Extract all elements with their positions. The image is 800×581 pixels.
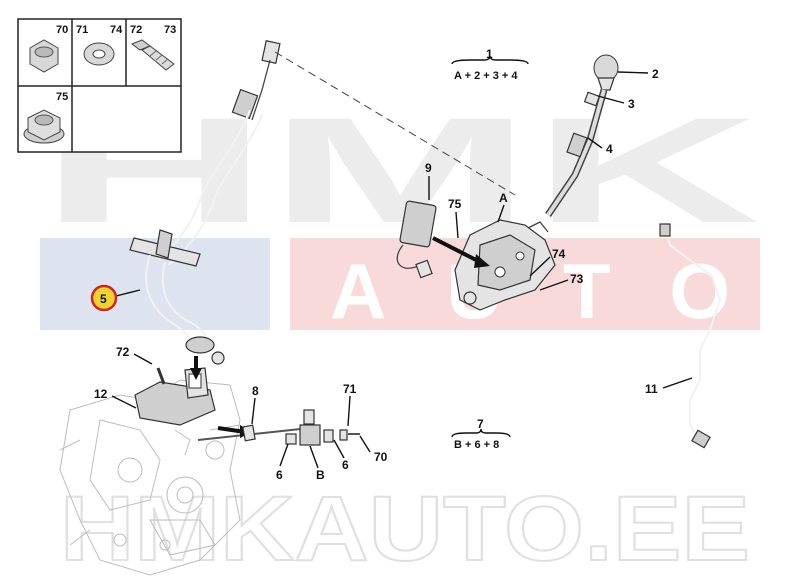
callout-73[interactable]: 73 [570, 272, 584, 286]
inset-label-73: 73 [164, 24, 176, 36]
gearbox [59, 379, 241, 576]
linkage-small-parts [197, 409, 360, 446]
group-formula-7: 7 B + 6 + 8 [451, 417, 511, 451]
watermark-site: HMKAUTO.EE [60, 478, 750, 580]
callout-6-left[interactable]: 6 [276, 468, 283, 482]
bolt-icon [130, 39, 175, 71]
callout-A[interactable]: A [499, 191, 508, 205]
callout-74[interactable]: 74 [552, 247, 566, 261]
shift-cable-assembly [129, 40, 516, 365]
callout-6-right[interactable]: 6 [342, 458, 349, 472]
callout-12[interactable]: 12 [94, 387, 108, 401]
callout-8[interactable]: 8 [252, 384, 259, 398]
callout-9[interactable]: 9 [425, 161, 432, 175]
leader-lines [111, 71, 693, 469]
callout-2[interactable]: 2 [652, 67, 659, 81]
nut-icon [29, 39, 59, 73]
switch-9 [396, 200, 490, 279]
callout-B[interactable]: B [316, 468, 325, 482]
callout-3[interactable]: 3 [628, 97, 635, 111]
inset-label-71: 71 [76, 24, 88, 36]
callout-72[interactable]: 72 [116, 345, 130, 359]
watermark: HMK AUTO HMKAUTO.EE [40, 86, 760, 581]
inset-label-72: 72 [130, 24, 142, 36]
bracket-12 [134, 356, 216, 426]
callout-labels: 2 3 4 9 75 A 74 73 11 12 72 8 71 70 6 B … [94, 67, 659, 482]
group-7-formula: B + 6 + 8 [454, 439, 499, 451]
inset-label-70: 70 [56, 24, 68, 36]
flange-nut-icon [23, 109, 65, 144]
gear-selector-assembly [454, 54, 619, 311]
group-formula-1: 1 A + 2 + 3 + 4 [451, 47, 529, 82]
washer-icon [83, 42, 115, 66]
callout-5: 5 [100, 292, 107, 306]
callout-71[interactable]: 71 [343, 382, 357, 396]
hardware-inset: 70 71 74 72 73 75 [17, 18, 182, 153]
callout-70[interactable]: 70 [374, 450, 388, 464]
highlight-callout-5[interactable]: 5 [90, 284, 118, 312]
group-7-number: 7 [477, 417, 484, 431]
cable-11 [659, 223, 722, 449]
callout-11[interactable]: 11 [645, 382, 658, 396]
group-1-formula: A + 2 + 3 + 4 [454, 70, 518, 82]
inset-label-75: 75 [56, 91, 68, 103]
callout-4[interactable]: 4 [606, 142, 613, 156]
group-1-number: 1 [486, 47, 493, 61]
callout-75[interactable]: 75 [448, 197, 462, 211]
inset-label-74: 74 [110, 24, 123, 36]
